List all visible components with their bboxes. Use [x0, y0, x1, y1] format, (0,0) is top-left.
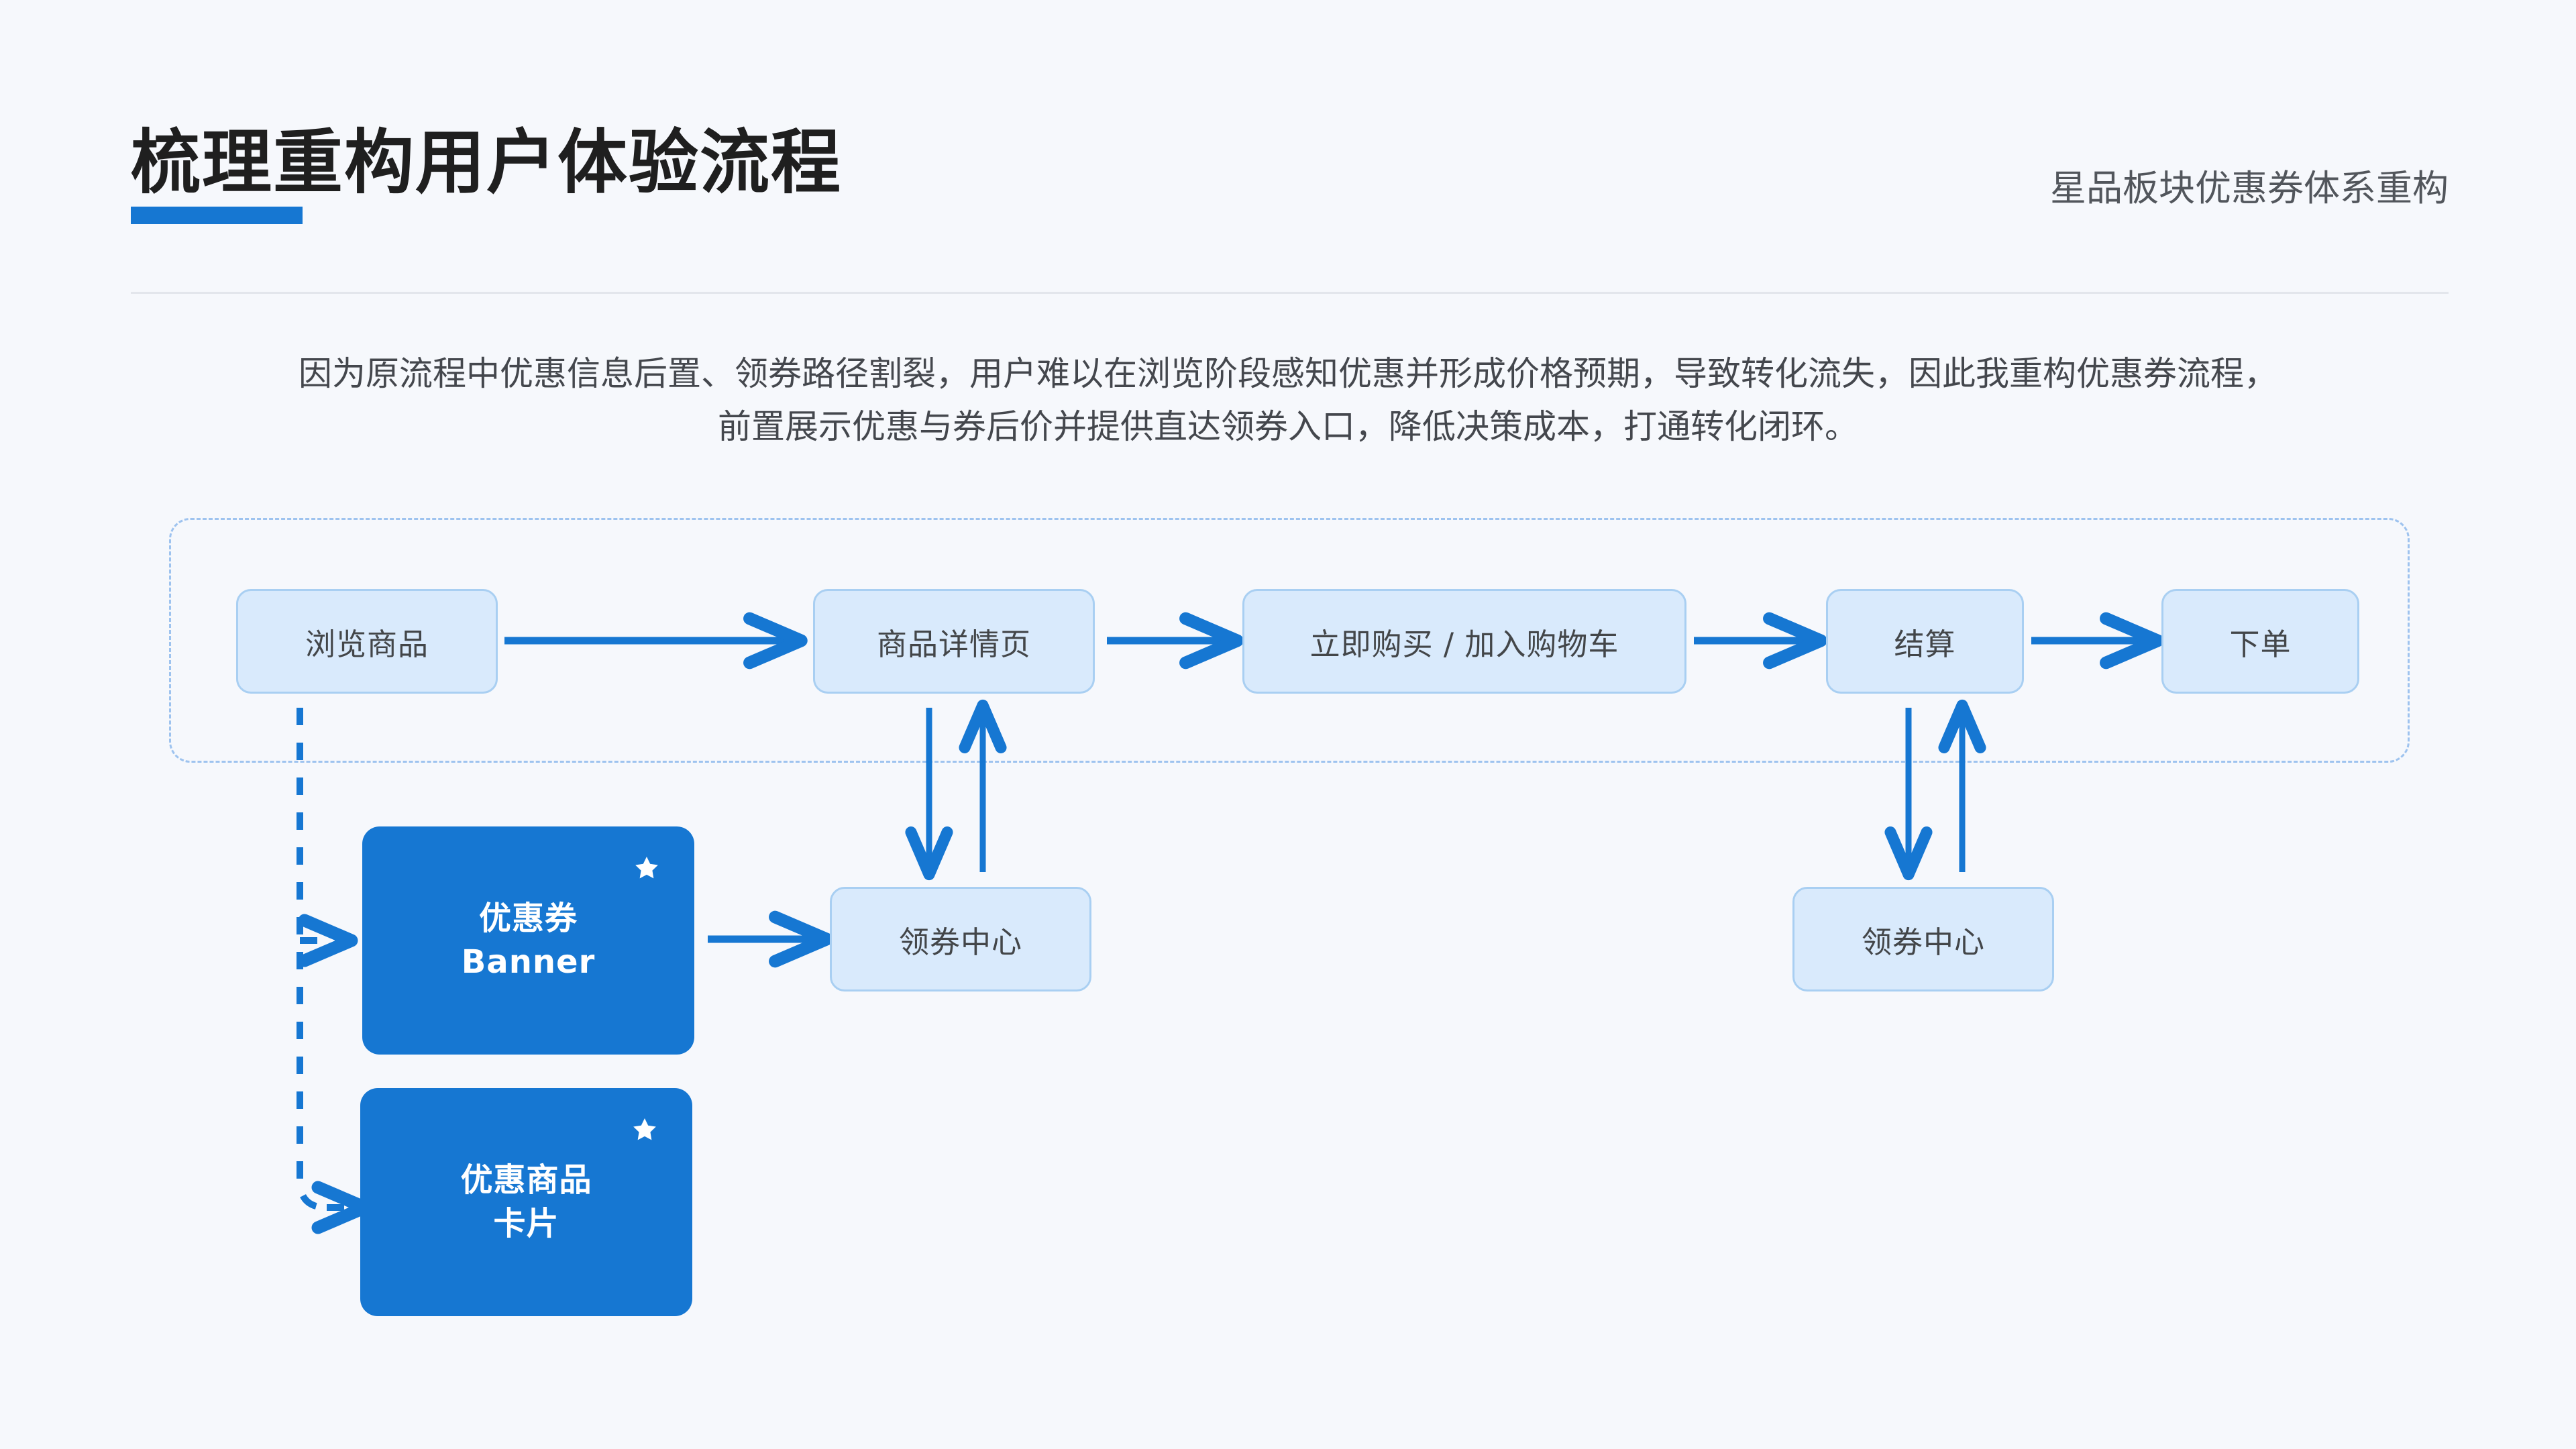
flow-node-checkout[interactable]: 结算 [1826, 589, 2024, 694]
description-line-2: 前置展示优惠与券后价并提供直达领券入口，降低决策成本，打通转化闭环。 [718, 407, 1858, 446]
page-header: 梳理重构用户体验流程 星品板块优惠券体系重构 [131, 127, 2449, 295]
flow-node-label: 商品详情页 [876, 626, 1031, 662]
flow-node-label: 浏览商品 [305, 626, 429, 662]
flow-node-label: 立即购买 / 加入购物车 [1309, 626, 1619, 662]
description-paragraph: 因为原流程中优惠信息后置、领券路径割裂，用户难以在浏览阶段感知优惠并形成价格预期… [161, 347, 2415, 453]
title-underline-accent [131, 207, 303, 224]
flow-node-label: 结算 [1894, 626, 1956, 662]
main-flow-container [169, 518, 2410, 763]
highlight-card-coupon-banner[interactable]: 优惠券 Banner [362, 826, 694, 1055]
flow-node-order[interactable]: 下单 [2161, 589, 2359, 694]
header-divider [131, 292, 2449, 294]
flow-node-coupon-center-checkout[interactable]: 领券中心 [1792, 887, 2054, 991]
flow-node-detail[interactable]: 商品详情页 [813, 589, 1095, 694]
flow-node-coupon-center-detail[interactable]: 领券中心 [830, 887, 1091, 991]
flow-node-browse[interactable]: 浏览商品 [236, 589, 498, 694]
star-icon [631, 853, 662, 884]
flow-node-buy[interactable]: 立即购买 / 加入购物车 [1242, 589, 1686, 694]
card-title-line-1: 优惠券 [478, 900, 578, 938]
card-title-line-2: 卡片 [493, 1205, 559, 1242]
flow-node-label: 下单 [2229, 626, 2292, 662]
flow-node-label: 领券中心 [898, 924, 1022, 960]
page-title: 梳理重构用户体验流程 [131, 121, 843, 203]
page-subtitle: 星品板块优惠券体系重构 [2050, 167, 2449, 209]
description-line-1: 因为原流程中优惠信息后置、领券路径割裂，用户难以在浏览阶段感知优惠并形成价格预期… [299, 354, 2277, 393]
card-title-line-2: Banner [461, 943, 596, 981]
page-title-wrap: 梳理重构用户体验流程 [131, 121, 843, 224]
highlight-card-coupon-goods[interactable]: 优惠商品 卡片 [360, 1088, 692, 1316]
star-icon [629, 1115, 660, 1146]
card-title-line-1: 优惠商品 [460, 1161, 592, 1199]
dashed-branch-trunk [297, 708, 327, 1211]
flow-node-label: 领券中心 [1861, 924, 1985, 960]
